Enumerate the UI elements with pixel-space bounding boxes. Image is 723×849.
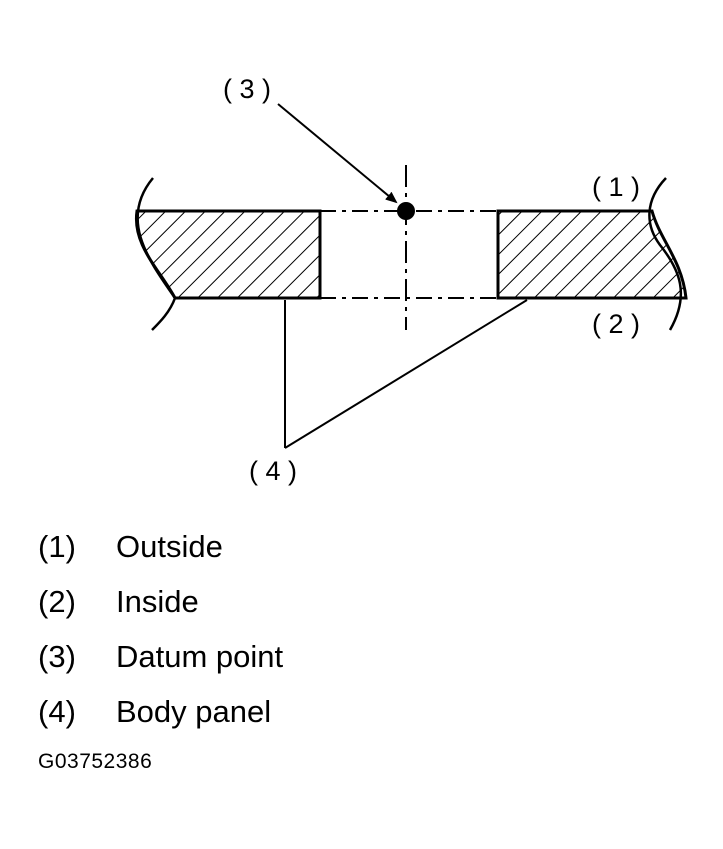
figure-code: G03752386 xyxy=(38,750,153,773)
legend-text: Body panel xyxy=(116,694,272,729)
legend-number: (2) xyxy=(38,584,76,619)
legend-text: Outside xyxy=(116,529,223,564)
legend-item-body-panel: (4) Body panel xyxy=(38,692,283,747)
body-panel-leader-right xyxy=(284,299,528,449)
datum-point-marker xyxy=(397,202,415,220)
legend-number: (4) xyxy=(38,694,76,729)
callout-inside: ( 2 ) xyxy=(592,309,640,339)
legend-item-inside: (2) Inside xyxy=(38,582,283,637)
body-panel-right-section xyxy=(496,209,688,300)
legend-number: (3) xyxy=(38,639,76,674)
callout-datum-point: ( 3 ) xyxy=(223,74,271,104)
callout-body-panel: ( 4 ) xyxy=(249,456,297,486)
right-break-line xyxy=(648,177,683,331)
body-panel-left-section xyxy=(134,209,322,300)
legend-item-datum-point: (3) Datum point xyxy=(38,637,283,692)
legend-number: (1) xyxy=(38,529,76,564)
callout-outside: ( 1 ) xyxy=(592,172,640,202)
legend-text: Datum point xyxy=(116,639,284,674)
left-break-line xyxy=(136,177,177,331)
legend-item-outside: (1) Outside xyxy=(38,527,283,582)
legend-list: (1) Outside (2) Inside (3) Datum point (… xyxy=(38,527,283,747)
datum-point-leader xyxy=(277,103,398,204)
body-panel-diagram: ( 3 ) ( 1 ) ( 2 ) ( 4 ) xyxy=(134,74,688,486)
legend-text: Inside xyxy=(116,584,199,619)
